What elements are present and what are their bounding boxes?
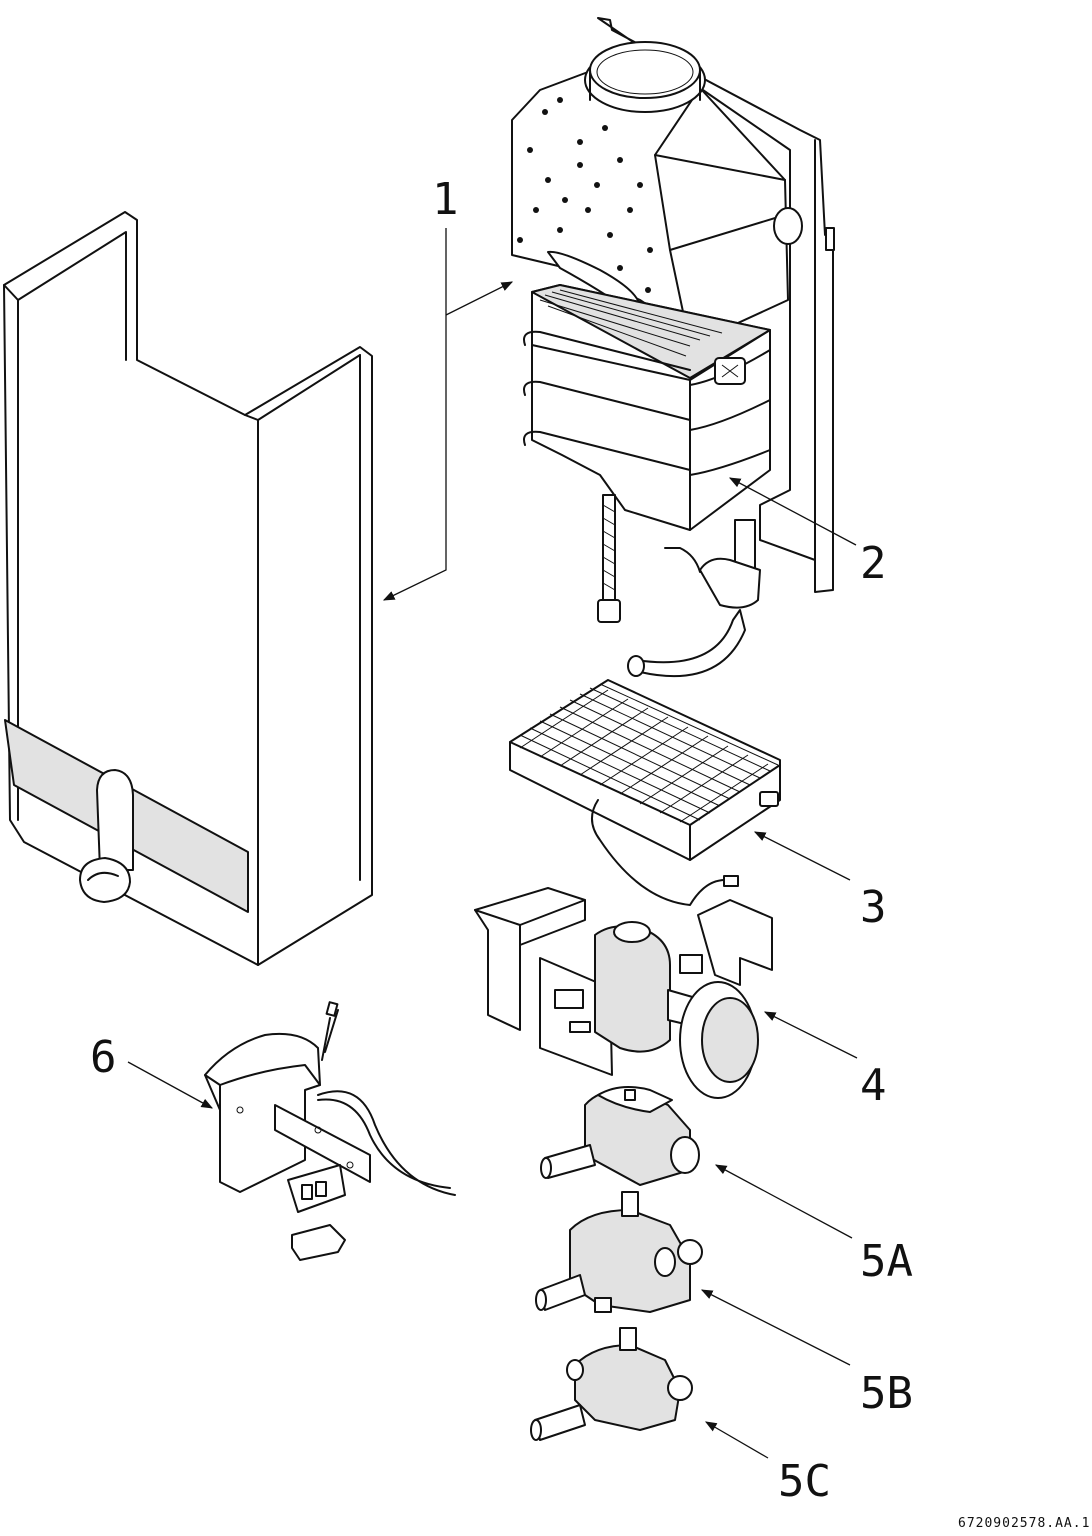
valve-5a [540, 1085, 700, 1186]
leader-5b [700, 1289, 851, 1366]
rocker-switch [291, 1224, 346, 1261]
callout-5c: 5C [778, 1456, 831, 1507]
leader-1 [382, 228, 514, 601]
callout-5b: 5B [860, 1368, 913, 1419]
callout-6: 6 [90, 1032, 117, 1083]
callout-5a: 5A [860, 1236, 913, 1287]
callout-1: 1 [432, 174, 459, 225]
gas-valve-assembly [474, 887, 773, 1099]
leader-3 [753, 831, 851, 881]
valve-5c [530, 1327, 693, 1441]
drawing-reference: 6720902578.AA.1 [958, 1516, 1091, 1531]
switch-bracket [204, 1001, 456, 1261]
lever-handle [96, 769, 134, 871]
leader-4 [763, 1011, 858, 1059]
control-knob [79, 857, 131, 903]
callout-4: 4 [860, 1060, 887, 1111]
leader-5a [714, 1164, 853, 1239]
callout-3: 3 [860, 882, 887, 933]
flue-hood-assembly [511, 17, 835, 678]
leader-2 [728, 477, 857, 546]
burner [509, 679, 781, 906]
water-sensor [699, 557, 761, 609]
front-casing [3, 211, 373, 966]
leader-6 [127, 1061, 214, 1109]
leader-5c [704, 1421, 769, 1459]
valve-5b [535, 1191, 703, 1313]
callout-2: 2 [860, 538, 887, 589]
